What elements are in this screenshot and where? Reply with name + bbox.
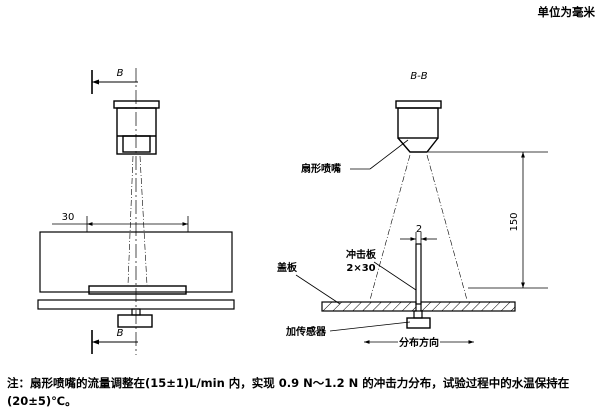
right-view: B-B 扇形喷嘴 150 2 (277, 71, 548, 349)
nozzle-label: 扇形喷嘴 (301, 162, 341, 175)
left-spray-line-right (139, 155, 148, 286)
impact-plate-leader (373, 261, 417, 291)
cover-plate-right (420, 301, 516, 312)
section-letter-top: B (117, 68, 124, 79)
right-spray-line-left (369, 154, 411, 301)
left-spray-line-left (127, 155, 134, 286)
left-view: B 30 (37, 68, 235, 355)
section-title: B-B (410, 71, 427, 82)
width-dimension-value: 30 (62, 212, 75, 223)
sensor-leader (329, 321, 411, 332)
direction-label: 分布方向 (399, 336, 439, 349)
impact-plate (415, 243, 422, 305)
left-nozzle (113, 100, 160, 155)
left-impact-plate (88, 285, 187, 295)
unit-note: 单位为毫米 (538, 5, 596, 19)
width-dimension: 30 (52, 212, 189, 232)
right-nozzle (395, 100, 442, 153)
impact-plate-size: 2×30 (346, 263, 375, 274)
height-dimension-value: 150 (509, 212, 520, 231)
left-container (39, 231, 233, 293)
cover-plate-leader (295, 274, 341, 305)
section-letter-bottom: B (117, 328, 124, 339)
section-marker-bottom: B (91, 328, 138, 354)
footnote: 注：扇形喷嘴的流量调整在(15±1)L/min 内，实现 0.9 N～1.2 N… (7, 376, 570, 408)
cover-plate-left (321, 301, 417, 312)
impact-plate-label: 冲击板 (346, 248, 377, 261)
right-sensor-stem (413, 310, 423, 319)
nozzle-leader (369, 139, 409, 170)
right-sensor (406, 317, 431, 329)
gap-dimension: 2 (400, 224, 437, 244)
sensor-label: 加传感器 (285, 325, 327, 338)
left-sensor (117, 314, 153, 328)
gap-dimension-value: 2 (416, 224, 422, 235)
cover-plate-label: 盖板 (277, 261, 298, 274)
section-marker-top: B (91, 68, 138, 94)
right-spray-line-right (426, 154, 468, 301)
